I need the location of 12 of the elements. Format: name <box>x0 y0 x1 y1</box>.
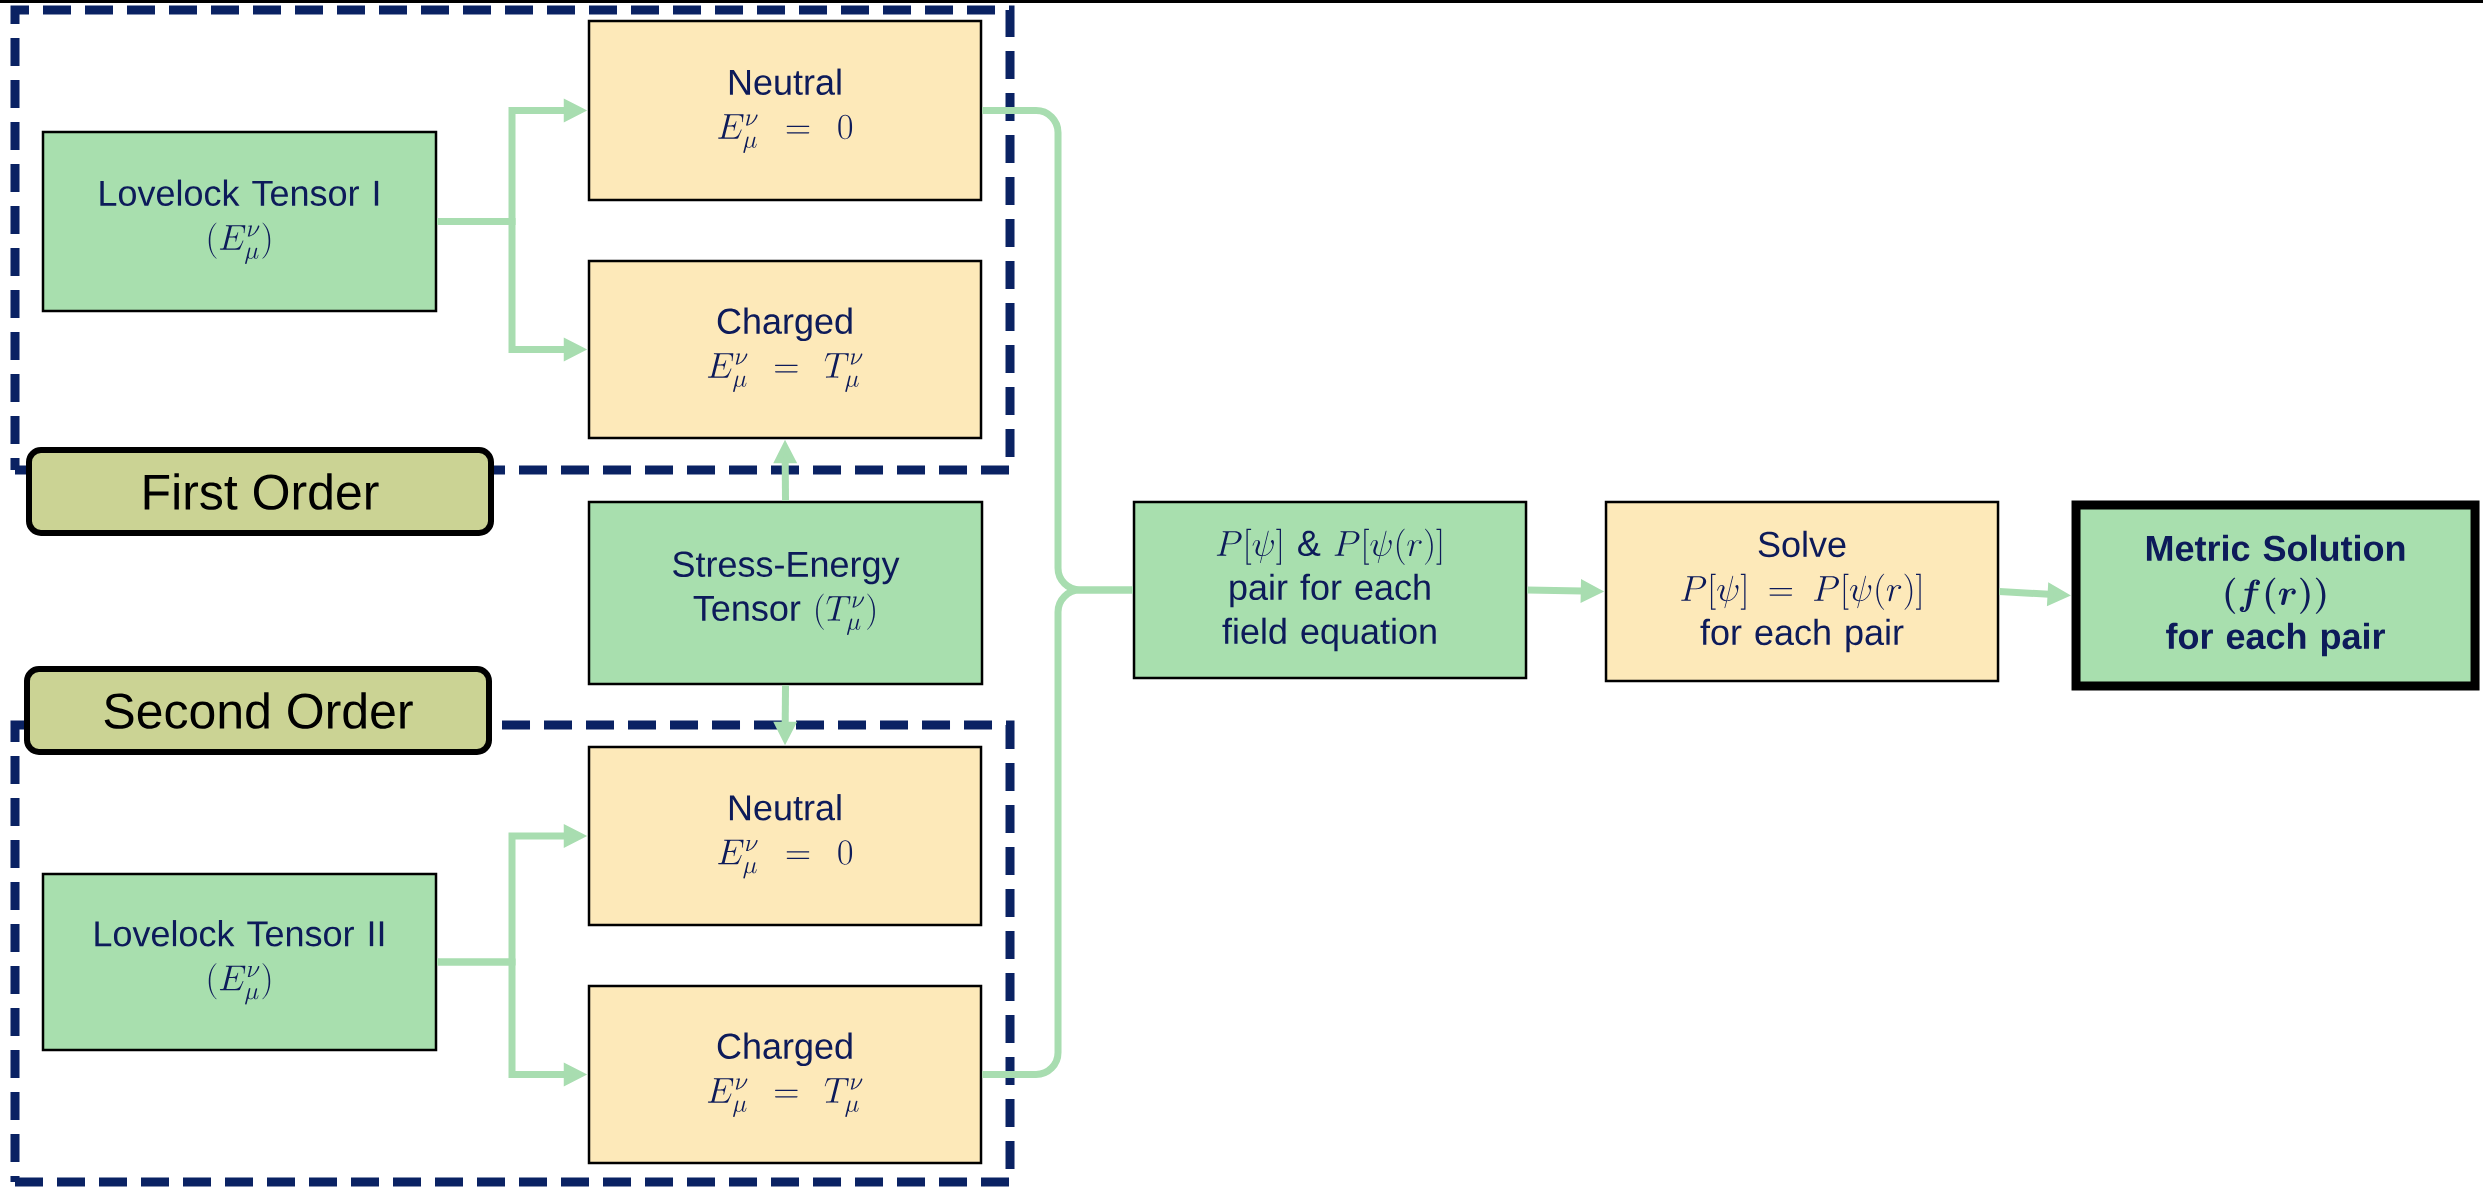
process-box: Lovelock Tensor II $(E_{\mu}^{\nu})$ <box>41 872 438 1052</box>
result-box: Charged $E_{\mu}^{\nu} = T_{\mu}^{\nu}$ <box>587 259 983 440</box>
result-box: Charged $E_{\mu}^{\nu} = T_{\mu}^{\nu}$ <box>587 984 983 1165</box>
process-box: Lovelock Tensor I $(E_{\mu}^{\nu})$ <box>41 130 438 313</box>
result-box: Metric Solution $\left(f(r)\right)$ for each pair <box>2071 500 2480 691</box>
section-label: First Order <box>26 447 494 536</box>
result-box: Solve $P[\psi] = P[\psi(r)]$ for each pair <box>1604 500 2000 683</box>
result-box: Neutral $E_{\mu}^{\nu} = 0$ <box>587 745 983 927</box>
section-label: Second Order <box>24 666 492 755</box>
process-box: Stress-Energy Tensor $(T_{\mu}^{\nu})$ <box>587 500 984 686</box>
result-box: Neutral $E_{\mu}^{\nu} = 0$ <box>587 19 983 202</box>
process-box: $P[\psi]\ \text{\&}\ P[\psi(r)]$ pair for each field equation <box>1132 500 1528 680</box>
